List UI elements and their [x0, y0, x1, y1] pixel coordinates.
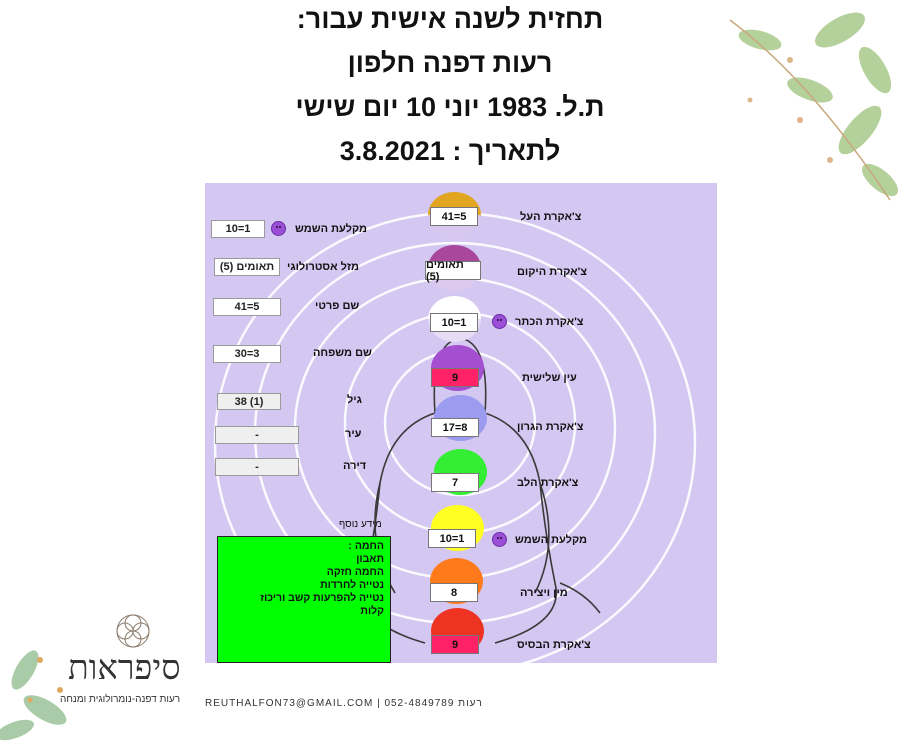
chakra-value-9: 9 — [431, 635, 479, 654]
city-label: עיר — [345, 428, 362, 440]
extra-info-line: החמה : — [348, 540, 384, 552]
apartment-value: - — [215, 458, 299, 476]
title-line-1: תחזית לשנה אישית עבור: — [296, 4, 604, 34]
chakra-value-2: תאומים (5) — [425, 259, 481, 283]
chakra-label-8: מין ויצירה — [520, 587, 568, 599]
chakra-label-5: צ'אקרת הגרון — [517, 421, 584, 433]
extra-info-line: נטייה לחרדות — [320, 579, 384, 591]
age-value: 38 (1) — [217, 393, 281, 410]
apartment-label: דירה — [343, 460, 367, 472]
first-name-value: 41=5 — [213, 298, 281, 316]
brand-logo: סיפראות — [68, 648, 181, 688]
title-line-2: רעות דפנה חלפון — [347, 48, 553, 78]
chakra-label-2: צ'אקרת היקום — [517, 266, 587, 278]
title-line-3: ת.ל. 1983 יוני 10 יום שישי — [295, 92, 605, 122]
mandala-icon — [116, 614, 150, 648]
leaves-decoration-bottom-left — [0, 650, 67, 741]
sun-plexus-value: 10=1 — [211, 220, 265, 238]
extra-info-line: קלות — [360, 605, 384, 617]
chakra-label-3: צ'אקרת הכתר — [515, 316, 584, 328]
smiley-icon — [492, 314, 507, 329]
smiley-icon — [271, 221, 286, 236]
chakra-value-7: 10=1 — [428, 529, 476, 548]
title-line-4: לתאריך : 3.8.2021 — [339, 136, 561, 166]
brand-subtitle: רעות דפנה-נומרולוגית ומנחה — [60, 694, 181, 705]
chakra-label-7: מקלעת השמש — [515, 534, 588, 546]
chakra-label-1: צ'אקרת העל — [520, 211, 582, 223]
chakra-value-4: 9 — [431, 368, 479, 387]
chakra-label-6: צ'אקרת הלב — [517, 477, 579, 489]
extra-info-line: החמה חזקה — [326, 566, 384, 578]
smiley-icon — [492, 532, 507, 547]
chakra-value-1: 41=5 — [430, 207, 478, 226]
age-label: גיל — [347, 394, 362, 406]
contact-footer: REUTHALFON73@GMAIL.COM | 052-4849789 רעו… — [205, 698, 483, 709]
extra-info-box: החמה : תאבון החמה חזקה נטייה לחרדות נטיי… — [217, 536, 391, 663]
chakra-value-6: 7 — [431, 473, 479, 492]
extra-info-label: מידע נוסף — [339, 519, 382, 530]
extra-info-line: תאבון — [356, 553, 384, 565]
chakra-label-4: עין שלישית — [522, 372, 577, 384]
chakra-label-9: צ'אקרת הבסיס — [517, 639, 591, 651]
zodiac-value: תאומים (5) — [214, 258, 280, 276]
chakra-value-3: 10=1 — [430, 313, 478, 332]
last-name-label: שם משפחה — [313, 347, 372, 359]
zodiac-label: מזל אסטרולוגי — [287, 261, 359, 273]
first-name-label: שם פרטי — [315, 300, 360, 312]
chakra-panel: 10=1 מקלעת השמש תאומים (5) מזל אסטרולוגי… — [205, 183, 717, 663]
leaves-decoration-top-right — [729, 12, 899, 201]
chakra-value-5: 17=8 — [431, 418, 479, 437]
sun-plexus-label: מקלעת השמש — [295, 223, 368, 235]
city-value: - — [215, 426, 299, 444]
chakra-value-8: 8 — [430, 583, 478, 602]
extra-info-line: נטייה להפרעות קשב וריכוז — [260, 592, 384, 604]
last-name-value: 30=3 — [213, 345, 281, 363]
